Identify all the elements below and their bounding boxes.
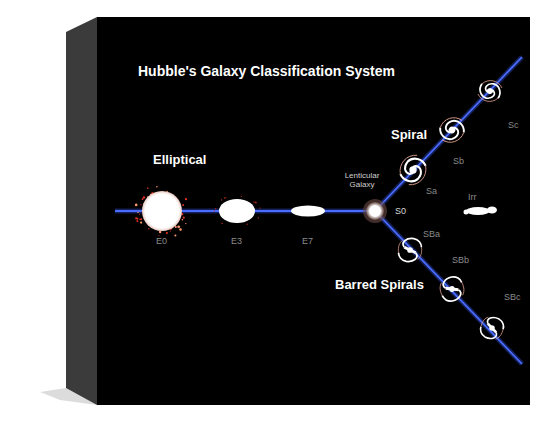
s0-halo: [363, 199, 387, 223]
class-code: E0: [155, 236, 168, 246]
sc-galaxy: [474, 76, 505, 106]
class-note: Lenticular Galaxy: [335, 171, 389, 189]
fork-lines: [115, 57, 522, 364]
class-heading: Elliptical: [152, 153, 207, 168]
sba-galaxy: [398, 238, 421, 261]
sb-galaxy: [435, 113, 469, 148]
class-code: Sa: [425, 186, 438, 196]
class-code: SBc: [503, 292, 522, 302]
star-dots: [135, 186, 261, 239]
class-code: E3: [230, 236, 243, 246]
class-code: E7: [301, 236, 314, 246]
e7-galaxy: [291, 206, 325, 217]
class-heading: Barred Spirals: [334, 278, 425, 293]
sbc-galaxy: [478, 314, 506, 342]
class-code: Sc: [507, 120, 520, 130]
class-code: Sb: [452, 156, 465, 166]
class-heading: Spiral: [390, 128, 428, 143]
title: Hubble's Galaxy Classification System: [137, 63, 396, 79]
canvas-face: [97, 17, 530, 405]
class-code: SBa: [422, 229, 441, 239]
irr-galaxy: [464, 207, 498, 216]
class-code: S0: [394, 206, 407, 216]
sbb-galaxy: [437, 274, 467, 304]
sa-galaxy: [400, 155, 426, 185]
e0-galaxy: [142, 191, 182, 231]
s0-galaxy: [366, 202, 384, 220]
class-code: SBb: [451, 255, 470, 265]
class-code: Irr: [467, 192, 478, 202]
e3-galaxy: [219, 199, 255, 223]
frame-side: [66, 17, 97, 405]
